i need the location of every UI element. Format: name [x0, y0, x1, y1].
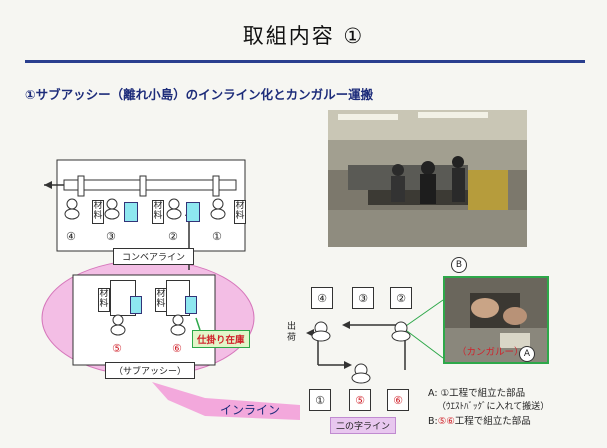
wip-stock-label: 仕掛り在庫 [192, 330, 250, 348]
station-box: ④ [311, 287, 333, 309]
worker-icons [64, 198, 226, 220]
note-a: A: ①工程で組立た部品 [428, 388, 526, 399]
section-subtitle: ①サブアッシー（離れ小島）のインライン化とカンガルー運搬 [25, 87, 374, 102]
station-number: ② [168, 230, 178, 243]
station-box: ③ [352, 287, 374, 309]
inline-label: インライン [220, 403, 281, 417]
part-bin [185, 296, 197, 314]
material-bin: 材料 [234, 200, 246, 224]
station-number: ③ [106, 230, 116, 243]
conveyor-line-label: コンベアライン [113, 248, 195, 265]
material-bin: 材料 [98, 288, 110, 312]
material-bin: 材料 [152, 200, 164, 224]
note-b: B:⑤⑥工程で組立た部品 [428, 416, 531, 427]
note-a-detail: （ｳｴｽﾄﾊﾞｯｸﾞに入れて搬送） [437, 402, 550, 412]
station-number: ① [212, 230, 222, 243]
station-box: ① [309, 389, 331, 411]
station-number: ⑤ [112, 342, 122, 355]
title-divider [25, 60, 585, 63]
factory-photo [328, 110, 527, 247]
page-title: 取組内容 ① [242, 24, 365, 48]
part-bin [186, 202, 200, 222]
station-box: ② [390, 287, 412, 309]
station-box: ⑥ [387, 389, 409, 411]
worker-icons [110, 314, 186, 336]
station-number: ⑥ [172, 342, 182, 355]
part-bin [124, 202, 138, 222]
shipping-label: 出荷 [287, 322, 297, 343]
marker-a: A [519, 346, 535, 362]
material-bin: 材料 [155, 288, 167, 312]
part-bin [130, 296, 142, 314]
subassy-label: （サブアッシー） [105, 362, 196, 379]
station-number: ④ [66, 230, 76, 243]
kangaroo-label: （カンガルー） [457, 347, 524, 358]
station-box: ⑤ [349, 389, 371, 411]
material-bin: 材料 [92, 200, 104, 224]
line-type-label: 二の字ライン [330, 417, 397, 434]
worker-icons [311, 321, 411, 384]
marker-b: B [451, 257, 467, 273]
